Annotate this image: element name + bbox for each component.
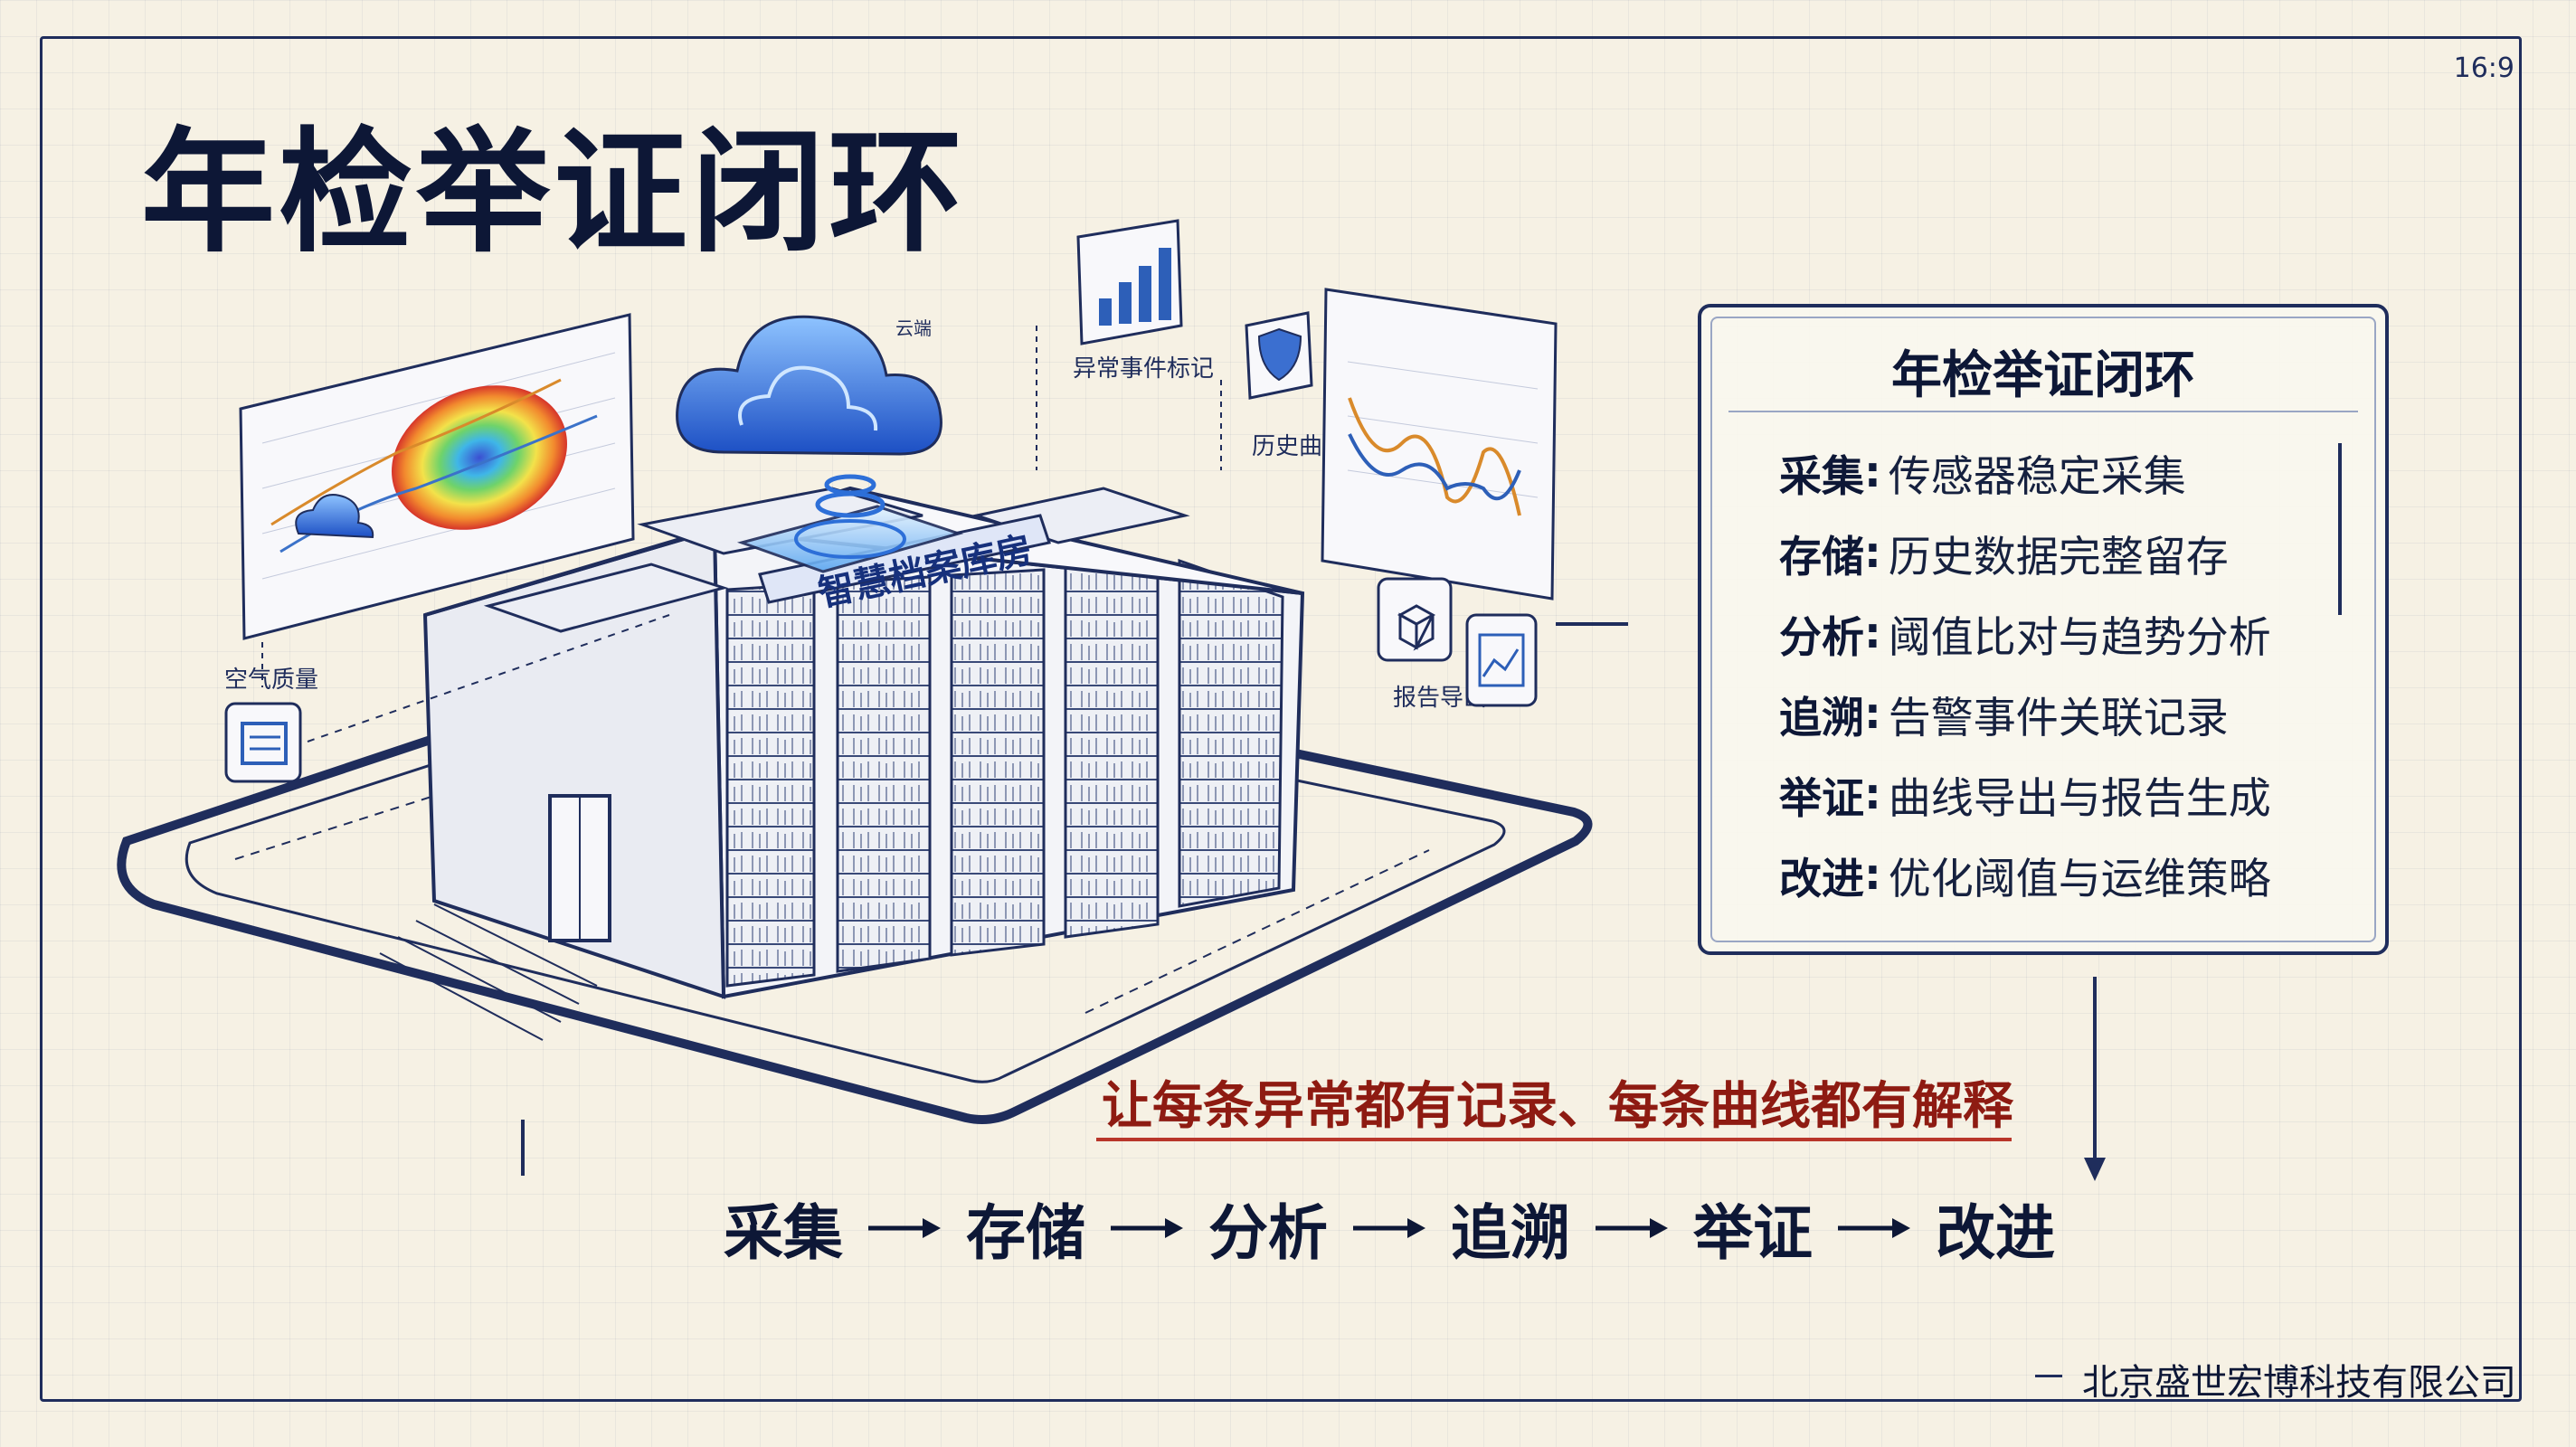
anomaly-mark-label: 异常事件标记: [1073, 355, 1214, 383]
arrow-to-flow: [521, 1120, 525, 1176]
step-key: 改进: [1779, 855, 1864, 904]
page-title: 年检举证闭环: [141, 115, 966, 270]
step-value: 告警事件关联记录: [1888, 694, 2229, 743]
step-item: 分析:阈值比对与趋势分析: [1779, 593, 2271, 674]
arrow-to-panel: [1556, 622, 1628, 626]
footer-dash: [2035, 1375, 2062, 1377]
panel-divider: [1728, 411, 2358, 412]
panel-scroll-indicator: [2338, 443, 2342, 615]
slogan-underline: [1096, 1138, 2012, 1141]
step-list: 采集:传感器稳定采集 存储:历史数据完整留存 分析:阈值比对与趋势分析 追溯:告…: [1779, 432, 2271, 915]
arrow-right-icon: [1111, 1218, 1183, 1238]
step-key: 追溯: [1779, 694, 1864, 743]
line-chart-card: [1321, 288, 1558, 601]
heatmap-dashboard: [239, 313, 635, 640]
air-quality-label: 空气质量: [224, 667, 318, 694]
closed-loop-panel: 年检举证闭环 采集:传感器稳定采集 存储:历史数据完整留存 分析:阈值比对与趋势…: [1698, 304, 2389, 955]
step-value: 传感器稳定采集: [1888, 452, 2186, 502]
step-item: 举证:曲线导出与报告生成: [1779, 754, 2271, 835]
arrow-right-icon: [1838, 1218, 1910, 1238]
cloud-label: 云端: [895, 317, 932, 339]
step-key: 分析: [1779, 613, 1864, 663]
cloud-icon: 云端: [676, 315, 942, 456]
bar-chart-card: [1076, 219, 1183, 345]
flow-step: 举证: [1693, 1198, 1813, 1268]
company-name: 北京盛世宏博科技有限公司: [2082, 1362, 2516, 1404]
archive-box-icon: [1377, 577, 1453, 662]
flow-step: 分析: [1208, 1198, 1328, 1268]
hologram-pad: [736, 474, 964, 573]
shield-icon: [1245, 311, 1313, 400]
process-flow: 采集 存储 分析 追溯 举证 改进: [724, 1185, 2055, 1272]
flow-step: 追溯: [1451, 1198, 1570, 1268]
slogan: 让每条异常都有记录、每条曲线都有解释: [1102, 1077, 2013, 1136]
flow-step: 采集: [724, 1198, 843, 1268]
step-value: 曲线导出与报告生成: [1888, 774, 2271, 824]
arrow-panel-down: [2084, 977, 2106, 1181]
step-key: 存储: [1779, 533, 1864, 582]
step-item: 改进:优化阈值与运维策略: [1779, 835, 2271, 915]
arrow-right-icon: [1353, 1218, 1425, 1238]
arrow-right-icon: [1596, 1218, 1668, 1238]
aspect-ratio-label: 16:9: [2453, 52, 2514, 84]
step-key: 采集: [1779, 452, 1864, 502]
flow-step: 改进: [1936, 1198, 2055, 1268]
step-value: 历史数据完整留存: [1888, 533, 2229, 582]
step-item: 存储:历史数据完整留存: [1779, 513, 2271, 593]
archive-building: 智慧档案库房: [379, 474, 1305, 1041]
step-key: 举证: [1779, 774, 1864, 824]
step-item: 采集:传感器稳定采集: [1779, 432, 2271, 513]
history-label: 历史曲: [1252, 433, 1322, 460]
slide-frame: [40, 36, 2522, 1402]
flow-step: 存储: [966, 1198, 1085, 1268]
step-value: 优化阈值与运维策略: [1888, 855, 2271, 904]
step-value: 阈值比对与趋势分析: [1888, 613, 2271, 663]
step-item: 追溯:告警事件关联记录: [1779, 674, 2271, 754]
smart-archive-illustration: 智慧档案库房 云端 空气质量: [117, 219, 1628, 1176]
air-quality-icon: [224, 702, 302, 783]
arrow-right-icon: [868, 1218, 941, 1238]
panel-title: 年检举证闭环: [1891, 346, 2195, 405]
shelving-racks: [725, 558, 1284, 988]
report-chart-icon: [1465, 613, 1538, 707]
